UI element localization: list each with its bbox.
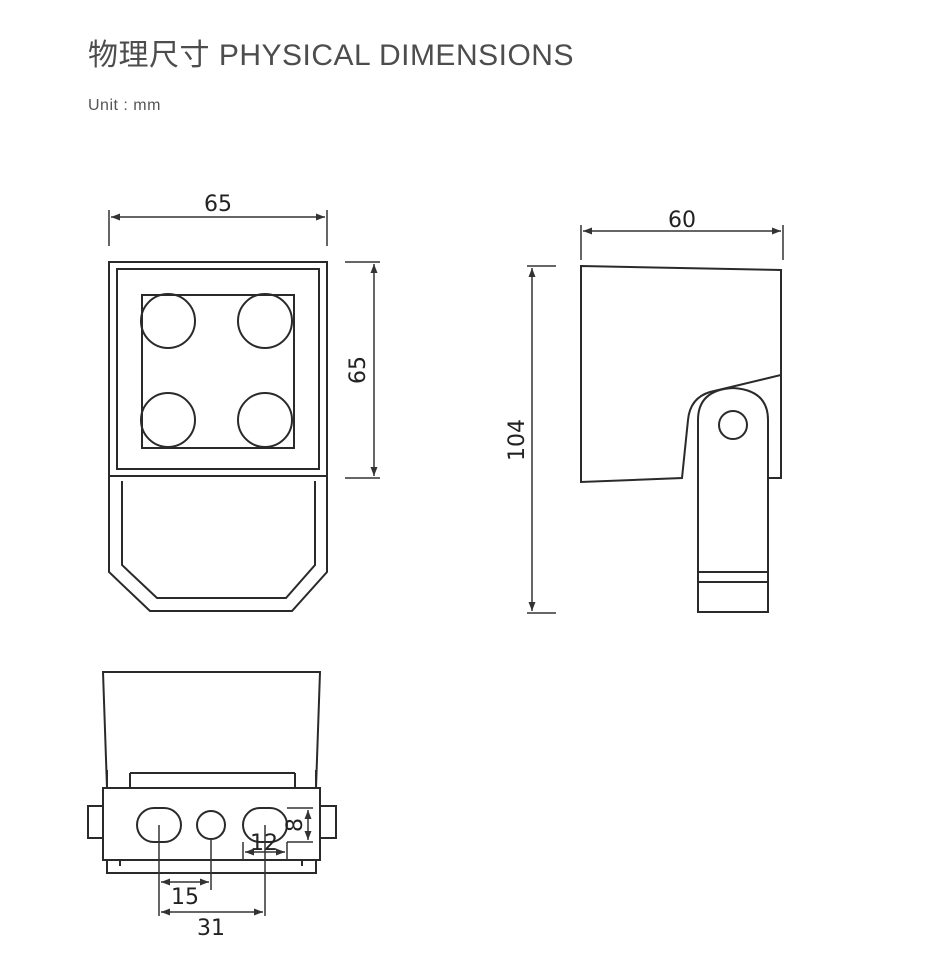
led-lens: [237, 392, 293, 448]
slot-height-label: 8: [283, 818, 308, 832]
led-lenses: [140, 293, 293, 448]
side-height-dimension: 104: [505, 265, 556, 614]
front-housing: [108, 261, 328, 477]
unit-label: Unit : mm: [88, 97, 161, 114]
slot-height-dimension: 8: [283, 807, 313, 843]
mounting-bracket-front: [108, 476, 328, 612]
led-lens: [140, 392, 196, 448]
led-lens: [237, 293, 293, 349]
side-depth-label: 60: [668, 208, 696, 233]
side-view: 60 104: [505, 208, 784, 614]
front-view: 65 65: [108, 192, 380, 612]
overall-spacing-label: 31: [197, 916, 225, 941]
side-housing: [580, 264, 782, 484]
spacing-label: 15: [171, 885, 199, 910]
header: 物理尺寸 PHYSICAL DIMENSIONS: [88, 30, 574, 74]
front-width-dimension: 65: [108, 192, 328, 246]
overall-spacing-dimension: 31: [161, 825, 266, 941]
side-height-label: 104: [505, 419, 530, 461]
mounting-hole: [196, 810, 226, 840]
bottom-view: 8 12 15 31: [87, 671, 337, 941]
front-height-label: 65: [346, 356, 371, 384]
page-title: 物理尺寸 PHYSICAL DIMENSIONS: [88, 39, 574, 72]
led-lens: [140, 293, 196, 349]
pivot-bolt: [718, 410, 748, 440]
spacing-dimension: 15: [158, 825, 212, 916]
side-depth-dimension: 60: [580, 208, 784, 260]
side-bracket: [697, 386, 769, 613]
bottom-housing: [101, 671, 322, 789]
front-width-label: 65: [204, 192, 232, 217]
slot-width-label: 12: [250, 831, 278, 856]
front-height-dimension: 65: [345, 261, 380, 479]
